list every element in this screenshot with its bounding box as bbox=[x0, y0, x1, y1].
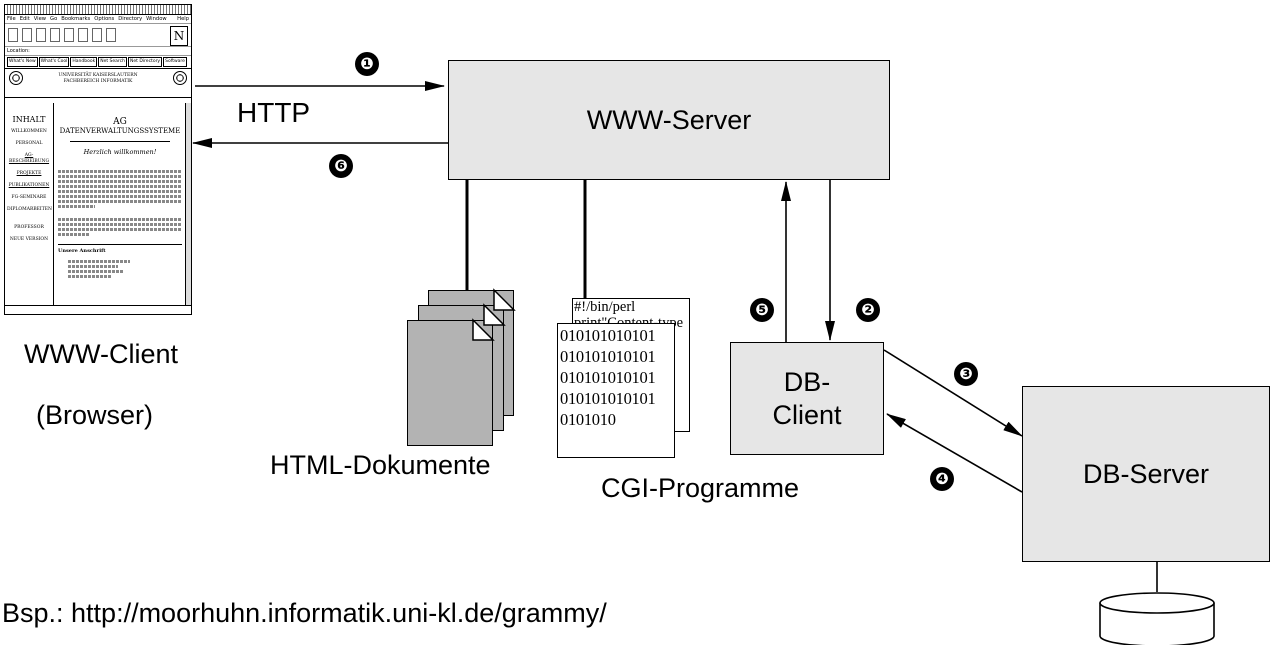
browser-logo: N bbox=[170, 26, 188, 46]
browser-screenshot: File Edit View Go Bookmarks Options Dire… bbox=[4, 4, 192, 315]
browser-titlebar bbox=[5, 5, 191, 15]
browser-location-bar: Location: bbox=[5, 47, 191, 56]
arrow-dbserver-to-dbclient bbox=[886, 413, 1023, 493]
db-client-label: DB- Client bbox=[772, 367, 842, 430]
browser-statusbar bbox=[5, 305, 191, 314]
step-marker-1: ❶ bbox=[355, 52, 379, 76]
browser-label: (Browser) bbox=[36, 400, 154, 430]
browser-sidebar: INHALT WILLKOMMEN PERSONAL AG-BESCHREIBU… bbox=[5, 103, 54, 306]
step-marker-5: ❺ bbox=[750, 298, 774, 322]
step-marker-6: ❻ bbox=[329, 154, 353, 178]
browser-menubar: File Edit View Go Bookmarks Options Dire… bbox=[5, 16, 191, 24]
www-client-label: WWW-Client bbox=[24, 339, 178, 369]
cgi-binary-page: 010101010101 010101010101 010101010101 0… bbox=[557, 323, 675, 458]
www-server-label: WWW-Server bbox=[586, 104, 752, 135]
www-server-box: WWW-Server bbox=[448, 60, 890, 180]
browser-scrollbar bbox=[185, 103, 191, 306]
step-marker-2: ❷ bbox=[856, 298, 880, 322]
database-disk-icon bbox=[1099, 592, 1215, 645]
browser-page-header: UNIVERSITÄT KAISERSLAUTERN FACHBEREICH I… bbox=[5, 69, 191, 98]
cgi-programs-label: CGI-Programme bbox=[601, 473, 800, 503]
example-url: Bsp.: http://moorhuhn.informatik.uni-kl.… bbox=[2, 598, 607, 628]
browser-main-content: AG DATENVERWALTUNGSSYSTEME Herzlich will… bbox=[55, 103, 185, 306]
step-marker-3: ❸ bbox=[954, 362, 978, 386]
db-server-label: DB-Server bbox=[1082, 458, 1210, 489]
document-icon bbox=[407, 320, 493, 446]
browser-toolbar: N bbox=[5, 24, 191, 47]
seal-icon bbox=[9, 71, 23, 85]
http-label: HTTP bbox=[237, 97, 311, 128]
seal-icon bbox=[173, 71, 187, 85]
step-marker-4: ❹ bbox=[930, 467, 954, 491]
db-client-box: DB- Client bbox=[730, 342, 884, 455]
browser-directory-buttons: What's New What's Cool Handbook Net Sear… bbox=[5, 56, 191, 69]
db-server-box: DB-Server bbox=[1022, 386, 1270, 562]
arrow-dbclient-to-dbserver bbox=[883, 349, 1023, 437]
html-documents-label: HTML-Dokumente bbox=[270, 450, 491, 480]
